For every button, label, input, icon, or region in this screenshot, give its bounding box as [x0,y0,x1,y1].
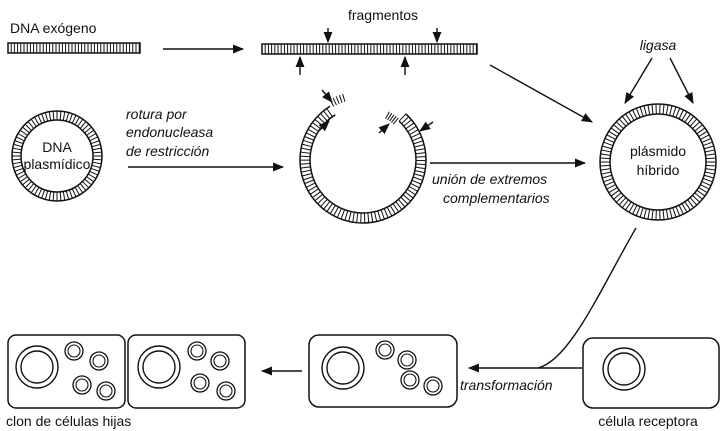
recipient-cell [582,337,720,409]
label-celula-receptora: célula receptora [598,413,698,429]
clone-cell-2 [127,334,246,409]
label-rotura-1: rotura por [126,106,188,122]
arrow-hybrid-curve [537,227,637,369]
label-clon: clon de células hijas [6,413,131,429]
arrow-ligasa-left [624,57,653,104]
label-ligasa: ligasa [640,37,677,53]
label-hibrido-2: híbrido [637,162,680,178]
hybrid-plasmid-circle [599,103,717,221]
arrow-ligasa-right [669,57,694,104]
label-dna-plasmidico-1: DNA [42,139,72,155]
dna-fragments-strand [261,43,478,55]
label-hibrido-1: plásmido [630,143,686,159]
restriction-cut-arrows [295,28,442,75]
label-union-2: complementarios [443,190,550,206]
arrow-fragments-to-hybrid [489,64,593,123]
label-transformacion: transformación [460,377,553,393]
label-rotura-2: endonucleasa [126,124,213,140]
transformed-cell [308,334,458,408]
exogenous-dna-strand [7,42,141,54]
plasmid-dna-circle [11,110,103,202]
label-dna-plasmidico-2: plasmídico [24,156,91,172]
label-fragmentos: fragmentos [348,7,418,23]
label-union-1: unión de extremos [432,171,547,187]
clone-cell-1 [7,334,126,409]
opened-plasmid [299,89,434,224]
label-rotura-3: de restricción [126,143,209,159]
label-dna-exogeno: DNA exógeno [10,20,97,36]
